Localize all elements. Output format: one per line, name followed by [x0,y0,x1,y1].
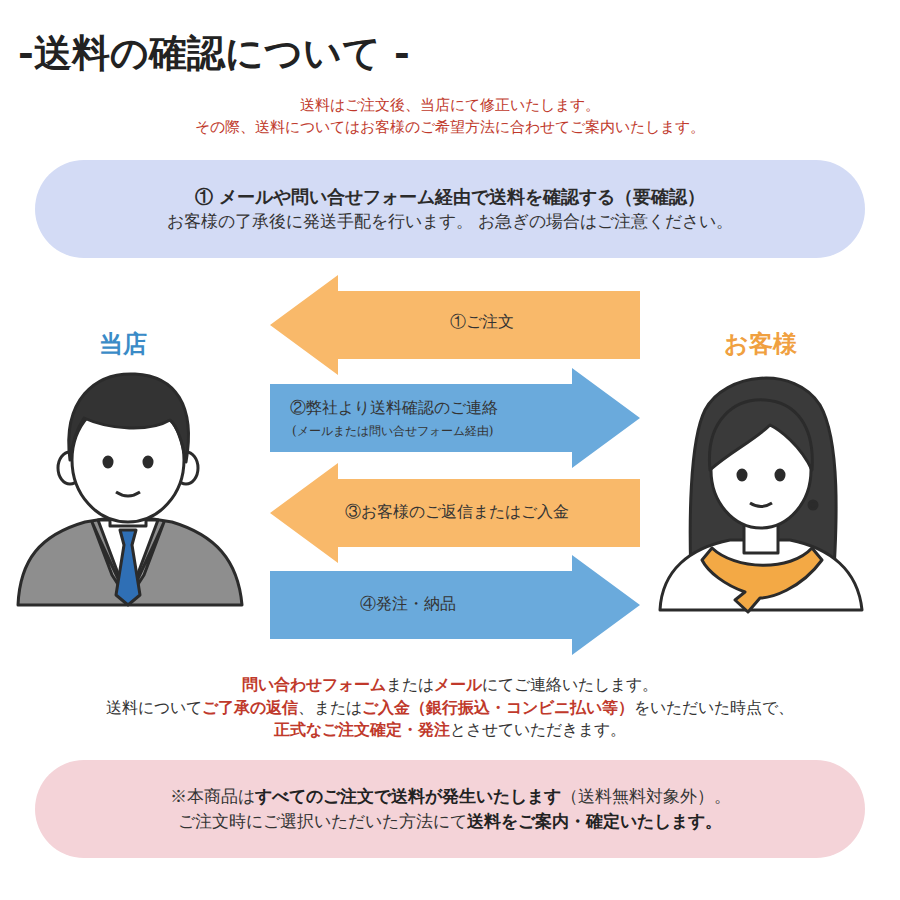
scarf [702,548,822,612]
explain-text: とさせていただきます。 [450,720,626,739]
arrow-label: ①ご注文 [450,312,514,333]
tie [116,530,140,605]
block-arrow [270,555,640,655]
arrow-label: ②弊社より送料確認のご連絡 [290,398,498,419]
eye [776,470,784,480]
explain-text: にてご連絡いたします。 [482,675,658,694]
shop-person: 当店 [15,320,270,610]
explain-emphasis: 正式なご注文確定・発注 [274,720,450,739]
notice-emphasis: すべてのご注文で送料が発生いたします [255,786,561,806]
pill-heading: ① メールや問い合せフォーム経由で送料を確認する（要確認） [195,185,705,209]
notice-line: ご注文時にご選択いただいた方法にて送料をご案内・確定いたします。 [178,809,722,835]
person-heading: お客様 [640,328,880,360]
person-heading: 当店 [15,328,231,360]
earring [809,501,817,509]
customer-figure [660,378,862,612]
hair [69,374,189,462]
customer-person: お客様 [640,320,880,615]
explain-text: または [386,675,434,694]
explain-line: 正式なご注文確定・発注とさせていただきます。 [0,720,900,741]
explain-emphasis: ご入金（銀行振込・コンビニ払い等） [362,698,634,717]
explain-emphasis: ご了承の返信 [202,698,298,717]
notice-pill: ※本商品はすべてのご注文で送料が発生いたします（送料無料対象外）。ご注文時にご選… [35,760,865,858]
arrow-subnote: (メールまたは問い合せフォーム経由) [292,423,493,440]
explain-text: 、または [298,698,362,717]
explain-line: 送料についてご了承の返信、またはご入金（銀行振込・コンビニ払い等）をいただいた時… [0,698,900,719]
notice-text: ※本商品は [170,786,255,806]
explain-emphasis: 問い合わせフォーム [242,675,386,694]
notice-emphasis: 送料をご案内・確定いたします。 [467,811,722,831]
arrow-label: ③お客様のご返信またはご入金 [345,502,569,523]
explain-text: をいただいた時点で、 [634,698,794,717]
block-arrow [270,463,640,563]
notice-text: （送料無料対象外）。 [561,786,731,806]
intro-note: 送料はご注文後、当店にて修正いたします。 [0,96,900,115]
arrow-label: ④発注・納品 [360,594,456,615]
notice-text: ご注文時にご選択いただいた方法にて [178,811,467,831]
info-pill: ① メールや問い合せフォーム経由で送料を確認する（要確認）お客様の了承後に発送手… [35,160,865,258]
block-arrow [270,275,640,375]
page-title: -送料の確認について - [18,28,410,79]
explain-line: 問い合わせフォームまたはメールにてご連絡いたします。 [0,675,900,696]
mouth [116,492,140,496]
block-arrow [270,368,640,468]
pill-body: お客様の了承後に発送手配を行います。 お急ぎの場合はご注意ください。 [167,210,733,233]
explain-text: 送料について [106,698,202,717]
eye [738,470,746,480]
suit-body [18,515,242,605]
staff-figure [18,374,242,605]
notice-line: ※本商品はすべてのご注文で送料が発生いたします（送料無料対象外）。 [170,784,731,810]
eye [144,457,152,467]
bangs [709,400,812,470]
intro-note: その際、送料についてはお客様のご希望方法に合わせてご案内いたします。 [0,118,900,137]
mouth [750,503,772,507]
eye [104,457,112,467]
explain-emphasis: メール [434,675,482,694]
